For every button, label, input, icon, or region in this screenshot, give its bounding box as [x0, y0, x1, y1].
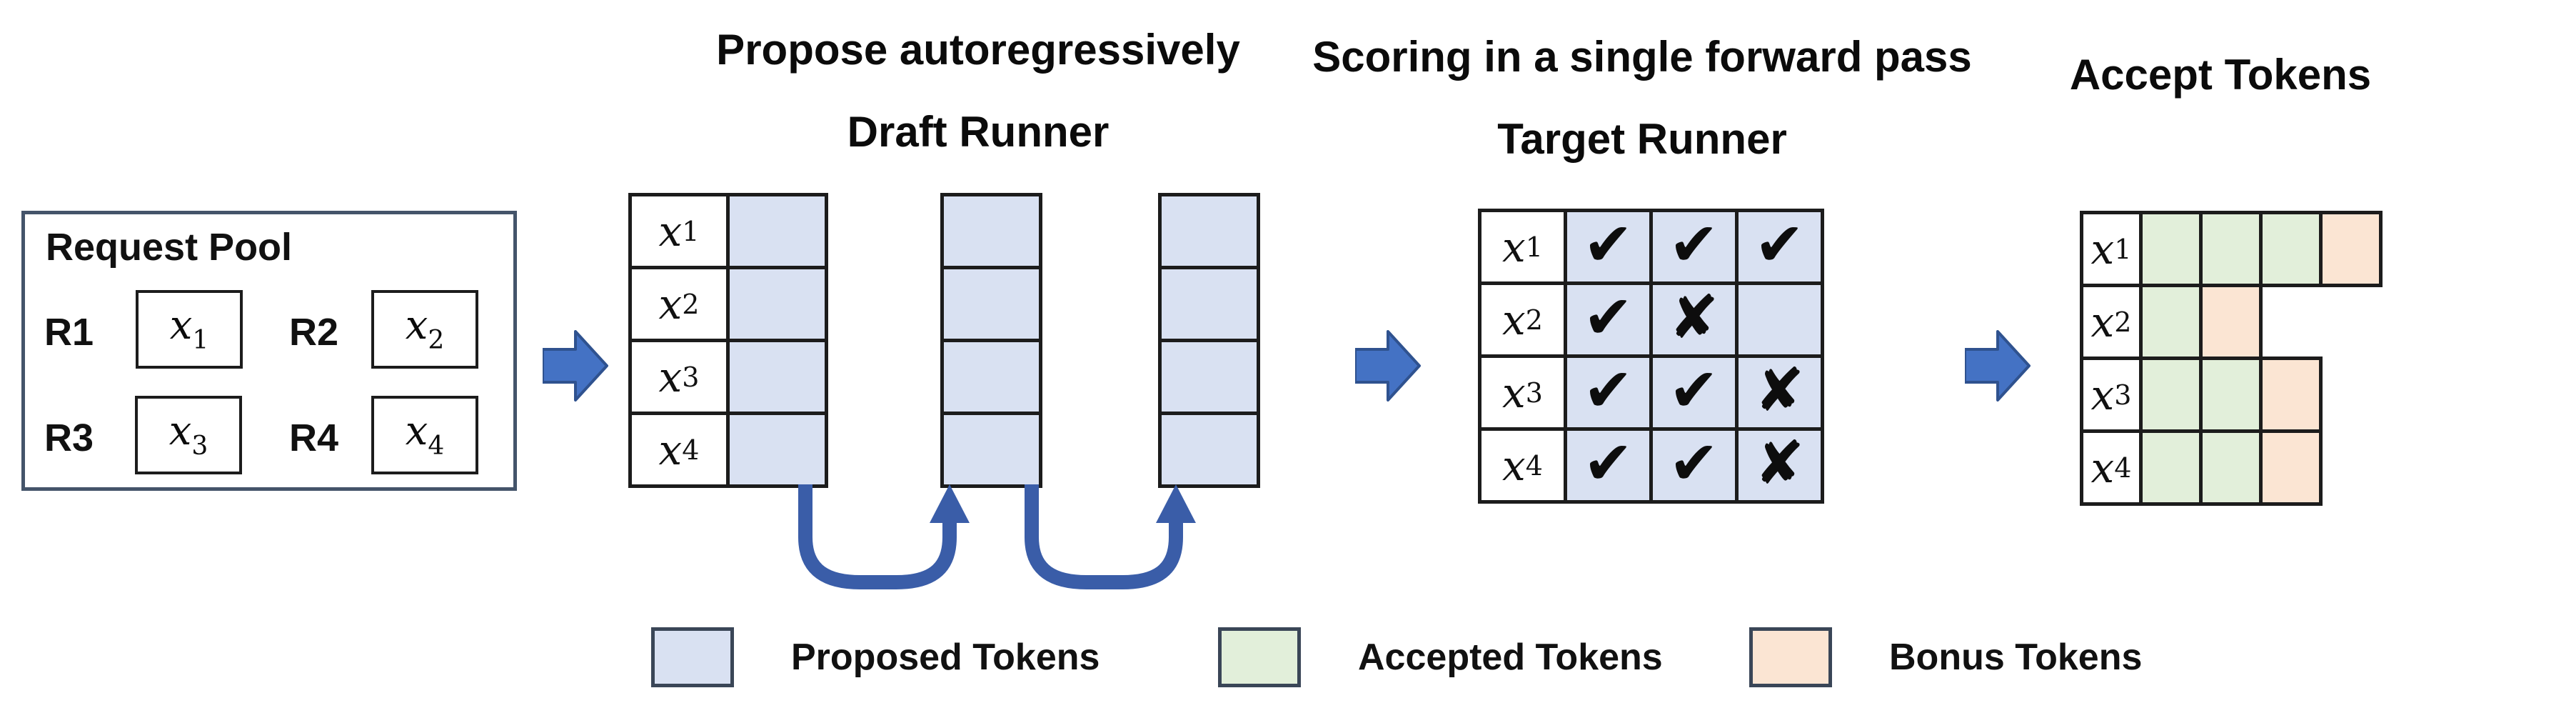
- proposed-token-cell: ✔: [1649, 354, 1739, 431]
- proposed-token-cell: ✔: [1564, 354, 1653, 431]
- accepted-token-cell: [2199, 357, 2263, 433]
- legend-item-bonus: Bonus Tokens: [1749, 627, 2142, 687]
- proposed-token-cell: [1158, 266, 1260, 342]
- accepted-token-cell: [2199, 429, 2263, 506]
- proposed-token-cell: [940, 266, 1042, 342]
- token-box-x1: x1: [136, 290, 243, 369]
- proposed-token-cell: [726, 412, 828, 488]
- accepted-tokens-swatch: [1218, 627, 1301, 687]
- proposed-token-cell: ✔: [1649, 427, 1739, 504]
- request-id-r2: R2: [289, 311, 339, 354]
- proposed-tokens-swatch: [651, 627, 734, 687]
- legend-label: Accepted Tokens: [1358, 637, 1663, 678]
- bonus-token-cell: [2259, 357, 2323, 433]
- proposed-token-cell: ✘: [1735, 354, 1824, 431]
- proposed-token-cell: ✔: [1564, 427, 1653, 504]
- loop-arrow-icon: [798, 484, 1196, 589]
- flow-arrow-icon: [543, 330, 608, 402]
- proposed-token-cell: [1158, 412, 1260, 488]
- token-box-x2: x2: [371, 290, 478, 369]
- bonus-tokens-swatch: [1749, 627, 1832, 687]
- legend-label: Proposed Tokens: [791, 637, 1100, 678]
- proposed-token-cell: ✔: [1735, 209, 1824, 285]
- accepted-token-cell: [2139, 429, 2203, 506]
- accepted-token-cell: [2199, 211, 2263, 287]
- accepted-token-cell: [2139, 211, 2203, 287]
- proposed-token-cell: ✘: [1649, 281, 1739, 358]
- proposed-token-cell: [1158, 193, 1260, 269]
- token-box-x3: x3: [135, 396, 242, 474]
- proposed-token-cell: [726, 266, 828, 342]
- scoring-title: Scoring in a single forward pass: [1312, 33, 1972, 81]
- proposed-token-cell: ✔: [1564, 209, 1653, 285]
- flow-arrow-icon: [1965, 330, 2031, 402]
- request-id-r4: R4: [289, 417, 339, 459]
- accept-tokens-title: Accept Tokens: [2069, 51, 2372, 99]
- proposed-token-cell: [1158, 339, 1260, 415]
- target-runner-title: Target Runner: [1497, 115, 1787, 163]
- bonus-token-cell: [2319, 211, 2383, 287]
- flow-arrow-icon: [1355, 330, 1421, 402]
- request-pool-title: Request Pool: [46, 226, 293, 269]
- proposed-token-cell: [940, 339, 1042, 415]
- proposed-token-cell: ✘: [1735, 427, 1824, 504]
- token-label-x1: x1: [169, 301, 209, 355]
- proposed-token-cell: ✔: [1564, 281, 1653, 358]
- propose-title: Propose autoregressively: [716, 26, 1240, 74]
- token-label-x3: x3: [168, 407, 208, 461]
- accepted-token-cell: [2139, 284, 2203, 360]
- proposed-token-cell: [726, 339, 828, 415]
- draft-runner-title: Draft Runner: [847, 108, 1110, 156]
- accepted-token-cell: [2139, 357, 2203, 433]
- request-id-r1: R1: [44, 311, 94, 354]
- request-id-r3: R3: [44, 417, 94, 459]
- proposed-token-cell: [726, 193, 828, 269]
- proposed-token-cell: [940, 193, 1042, 269]
- token-box-x4: x4: [371, 396, 478, 474]
- proposed-token-cell: [1735, 281, 1824, 358]
- legend-label: Bonus Tokens: [1889, 637, 2143, 678]
- bonus-token-cell: [2259, 429, 2323, 506]
- token-label-x4: x4: [405, 407, 445, 461]
- proposed-token-cell: [940, 412, 1042, 488]
- proposed-token-cell: ✔: [1649, 209, 1739, 285]
- token-label-x2: x2: [405, 301, 445, 355]
- bonus-token-cell: [2199, 284, 2263, 360]
- legend-item-accepted: Accepted Tokens: [1218, 627, 1663, 687]
- accepted-token-cell: [2259, 211, 2323, 287]
- legend-item-proposed: Proposed Tokens: [651, 627, 1100, 687]
